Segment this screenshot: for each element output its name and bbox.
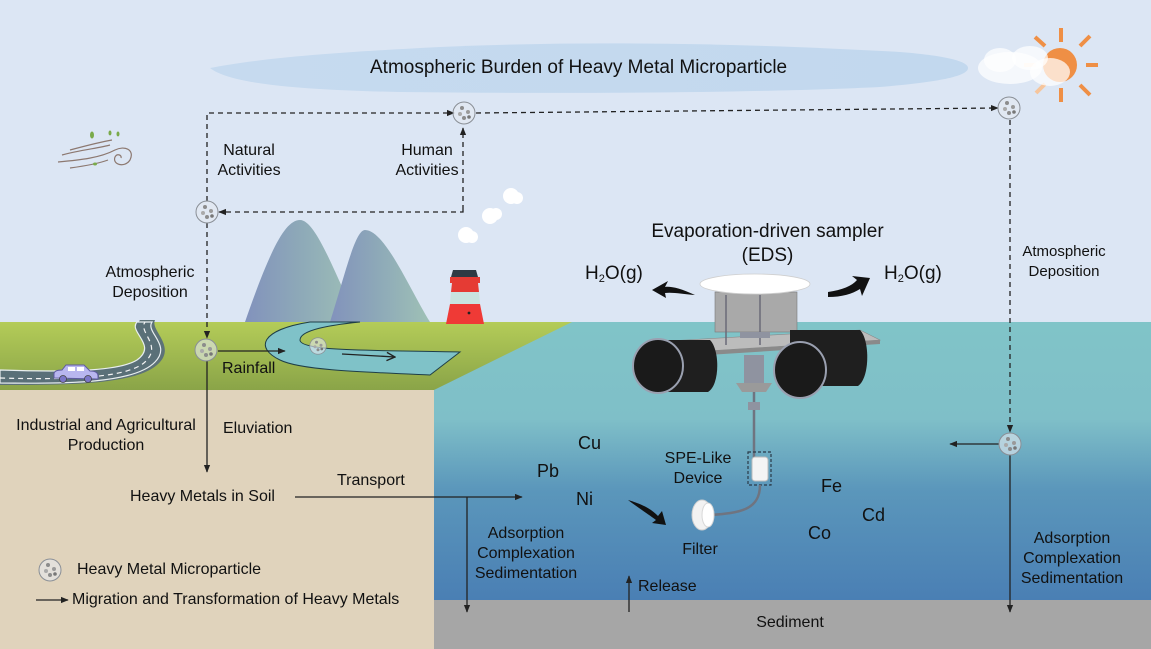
particle-icon <box>309 337 327 355</box>
evaporation-arrow-left <box>652 281 695 298</box>
label-release: Release <box>638 578 697 595</box>
particle-icon <box>997 96 1021 120</box>
title-cloud-band <box>210 43 968 93</box>
lighthouse-icon <box>446 270 484 324</box>
legend-particle-label: Heavy Metal Microparticle <box>77 561 262 578</box>
migration-flow-lines <box>36 347 1014 613</box>
evaporation-arrow-right <box>828 276 870 297</box>
particle-icon <box>195 200 219 224</box>
atmospheric-cycle-lines <box>203 104 1014 433</box>
particle-icon <box>452 101 476 125</box>
particle-icon <box>194 338 218 362</box>
metal-ni: Ni <box>576 489 593 509</box>
water-body <box>434 322 1151 600</box>
label-sediment: Sediment <box>756 614 824 631</box>
metal-pb: Pb <box>537 461 560 481</box>
label-rainfall: Rainfall <box>222 360 276 377</box>
cloud-icon <box>978 46 1070 86</box>
sediment-layer <box>434 600 1151 649</box>
legend-arrow-label: Migration and Transformation of Heavy Me… <box>72 591 400 608</box>
page-title: Atmospheric Burden of Heavy Metal Microp… <box>370 57 788 78</box>
label-h2o-right: H2O(g) <box>884 263 942 286</box>
wind-icon <box>57 130 132 169</box>
sampler-device-icon <box>632 273 882 531</box>
label-heavy-metals-soil: Heavy Metals in Soil <box>130 488 275 505</box>
inflow-arrow <box>628 500 666 525</box>
river-icon <box>264 321 462 376</box>
label-h2o-left: H2O(g) <box>585 263 643 286</box>
metal-co: Co <box>808 523 832 543</box>
label-transport: Transport <box>337 472 405 489</box>
label-filter: Filter <box>682 541 718 558</box>
soil-layer <box>0 390 434 649</box>
metal-fe: Fe <box>821 476 843 496</box>
particle-icon <box>998 432 1022 456</box>
road-icon <box>0 320 165 385</box>
metal-cu: Cu <box>578 433 602 453</box>
legend-particle-icon <box>38 558 62 582</box>
car-icon <box>53 364 99 383</box>
mountain-icon <box>245 220 430 322</box>
label-eluviation: Eluviation <box>223 420 293 437</box>
eds-title: Evaporation-driven sampler(EDS) <box>651 221 884 266</box>
smoke-icon <box>458 188 523 243</box>
metal-cd: Cd <box>862 505 886 525</box>
